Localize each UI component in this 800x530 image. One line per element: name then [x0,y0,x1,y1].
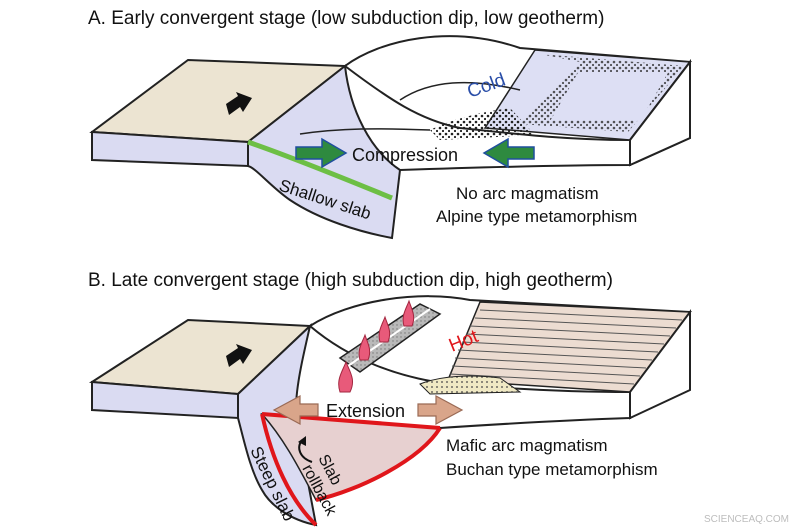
right-arrow-icon [226,344,252,367]
panel-b-extension-arrow-left [272,394,319,426]
flame-icon [378,315,391,343]
panel-a-plateau-inner [550,72,669,120]
panel-a-note-line1: No arc magmatism [456,184,599,203]
panel-b-extension-label: Extension [326,401,405,421]
panel-a-compression-arrow-right [482,137,535,169]
right-arrow-icon [226,92,252,115]
panel-a-slab-base-line [247,139,393,201]
panel-b-continent-front [439,392,631,429]
watermark: SCIENCEAQ.COM [704,514,789,525]
flame-icon [358,333,371,361]
panel-b: B. Late convergent stage (high subductio… [88,270,692,527]
panel-b-extension-arrow-right [417,394,464,426]
panel-a-ridge-line [399,81,521,101]
curved-arrow-head [298,436,306,446]
panel-a-title: A. Early convergent stage (low subductio… [88,8,604,29]
panel-a: A. Early convergent stage (low subductio… [88,8,692,240]
panel-a-compression-label: Compression [352,145,458,165]
panel-b-note-line1: Mafic arc magmatism [446,436,608,455]
panel-a-wedge-dots [430,108,535,140]
panel-b-note-line2: Buchan type metamorphism [446,460,658,479]
panel-b-title: B. Late convergent stage (high subductio… [88,270,613,291]
panel-a-continent-side [629,59,691,167]
panel-b-slab-base-line-lower [315,426,442,502]
panel-b-stripes [449,309,683,385]
flame-icon [402,299,415,327]
panel-a-compression-arrow-left [295,137,348,169]
panel-b-basin [419,375,522,395]
flame-icon [338,360,353,393]
panel-a-note-line2: Alpine type metamorphism [436,207,637,226]
panel-a-fault-line [299,128,431,135]
